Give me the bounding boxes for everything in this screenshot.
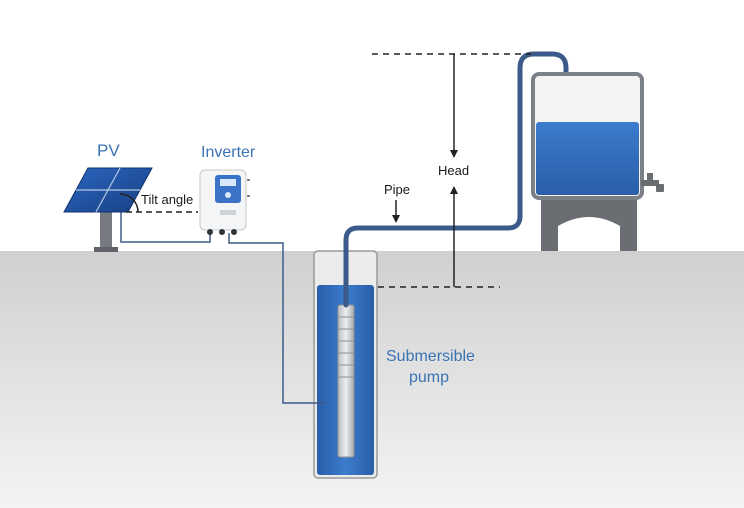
inverter-unit [199, 169, 250, 235]
head-label: Head [438, 163, 470, 178]
pv-label: PV [97, 141, 120, 160]
tilt-angle-label: Tilt angle [141, 192, 194, 207]
tilt-angle-marker [119, 193, 198, 213]
pv-cable [120, 200, 211, 243]
pipe-label: Pipe [384, 182, 411, 197]
water-pipe [343, 51, 569, 308]
water-tank [531, 72, 644, 200]
pump-label-line2: pump [409, 369, 450, 386]
submersible-pump [337, 304, 355, 458]
solar-panel [63, 167, 153, 252]
inverter-label: Inverter [201, 144, 256, 161]
tap-icon [641, 173, 664, 192]
head-arrow [450, 54, 458, 287]
tank-stand [541, 196, 637, 251]
pipe-pointer-arrow [392, 200, 400, 223]
pump-label-line1: Submersible [386, 348, 475, 365]
pump-cable [228, 233, 326, 404]
